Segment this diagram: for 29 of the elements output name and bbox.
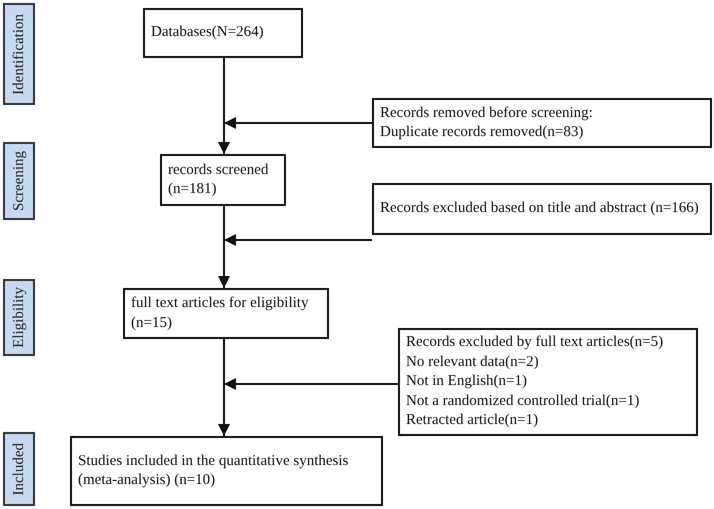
process-box (160, 154, 286, 206)
box-text: Studies included in the quantitative synthesis (meta-analysis) (n=10) (78, 452, 350, 490)
arrow (224, 234, 372, 246)
process-box (70, 436, 383, 506)
process-box (372, 183, 712, 235)
process-box (123, 288, 329, 339)
arrow (218, 58, 230, 154)
stage-label: Eligibility (3, 279, 35, 356)
box-text: full text articles for eligibility (n=15) (131, 294, 310, 332)
arrow (218, 339, 230, 436)
box-text: Not in English(n=1) (406, 372, 528, 392)
box-text: Records removed before screening: (380, 104, 594, 122)
box-text: Not a randomized controlled trial(n=1) (406, 392, 640, 411)
box-text: Records excluded by full text articles(n=5) (406, 333, 664, 352)
process-box (143, 8, 303, 58)
stage-label: Identification (3, 3, 35, 105)
box-text: Retracted article(n=1) (406, 411, 540, 430)
arrow (224, 117, 372, 129)
arrow (224, 378, 398, 390)
arrow (218, 206, 230, 288)
box-text: Databases(N=264) (151, 23, 265, 42)
process-box (372, 98, 712, 148)
box-text: No relevant data(n=2) (406, 352, 540, 372)
box-text: Records excluded based on title and abstract (n=166) (380, 199, 700, 218)
stage-label: Included (3, 432, 35, 506)
process-box (398, 328, 698, 436)
box-text: records screened (n=181) (168, 160, 270, 199)
box-text: Duplicate records removed(n=83) (380, 123, 584, 142)
stage-label: Screening (3, 142, 35, 220)
